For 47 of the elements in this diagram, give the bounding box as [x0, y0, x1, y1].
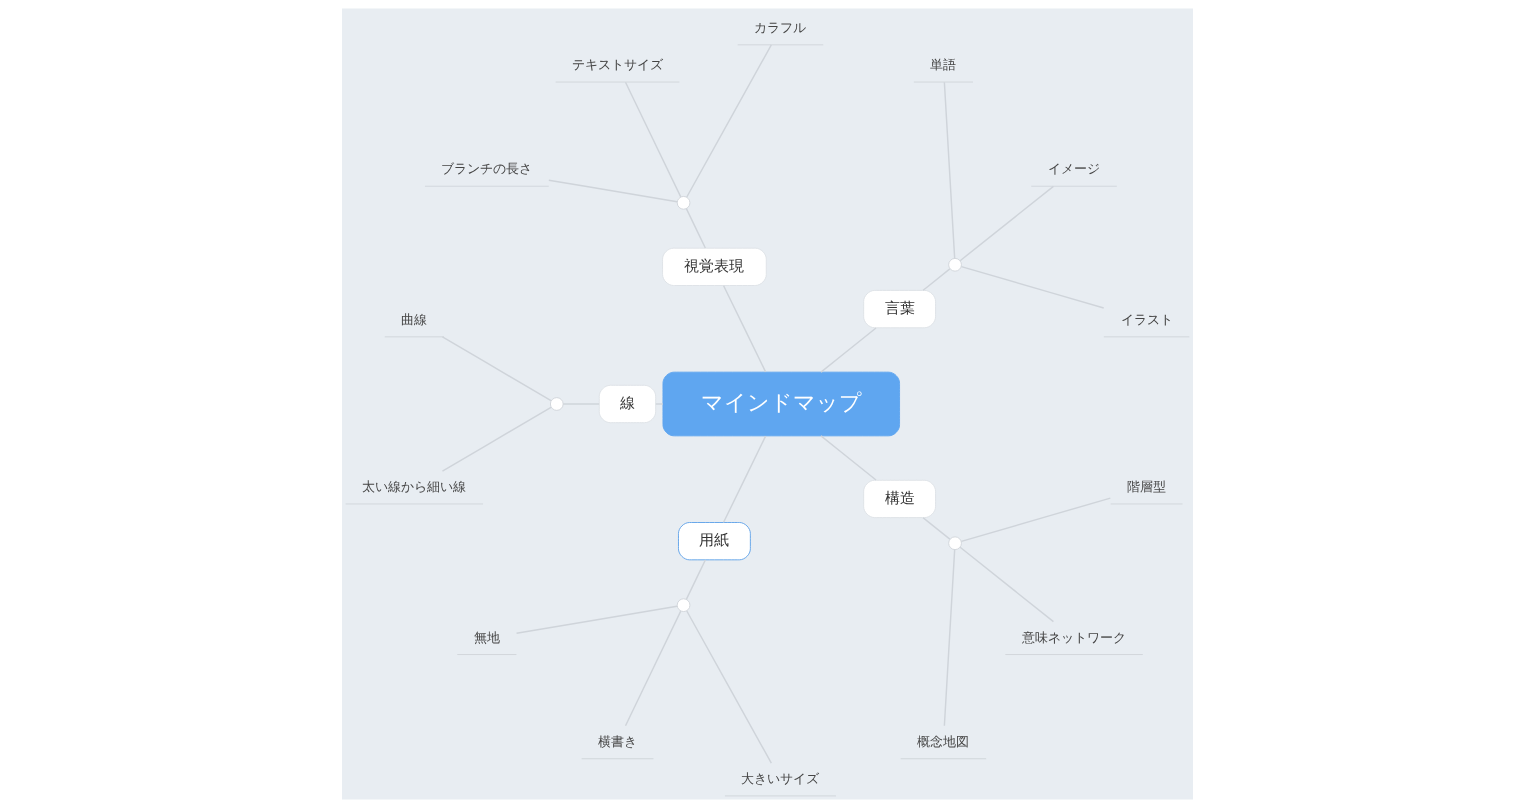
connector	[515, 605, 678, 634]
node-circle	[676, 598, 690, 612]
node-text: イメージ	[1047, 161, 1100, 177]
node-box: 線	[598, 384, 656, 424]
node-text: 太い線から細い線	[361, 478, 466, 494]
node-text: 無地	[473, 629, 500, 645]
node-text: カラフル	[753, 19, 806, 35]
connector	[685, 610, 772, 764]
connector	[960, 265, 1104, 309]
node-circle	[947, 257, 962, 272]
node-text: イラスト	[1120, 311, 1173, 327]
node-text: 意味ネットワーク	[1021, 629, 1126, 645]
connector	[441, 406, 552, 472]
node-text: 階層型	[1126, 478, 1166, 494]
connector	[943, 549, 955, 727]
connector	[685, 44, 772, 198]
node-box: 視覚表現	[661, 247, 767, 286]
connector	[685, 559, 706, 601]
connector	[958, 546, 1054, 623]
connector	[819, 327, 877, 373]
connector	[921, 268, 951, 292]
connector	[722, 284, 766, 373]
connector	[441, 336, 552, 402]
node-text: テキストサイズ	[571, 57, 663, 73]
node-circle	[676, 196, 690, 210]
node-text: 横書き	[597, 733, 637, 749]
connector	[960, 497, 1111, 543]
node-text: ブランチの長さ	[440, 161, 532, 177]
connector	[722, 435, 766, 524]
node-circle	[549, 397, 564, 411]
connector	[624, 81, 681, 198]
connector	[624, 610, 681, 727]
node-text: 単語	[929, 57, 956, 73]
node-text: 曲線	[400, 311, 427, 327]
node-box: 構造	[862, 479, 936, 519]
node-box: 用紙	[677, 522, 751, 561]
connector	[547, 179, 678, 203]
node-text: 大きいサイズ	[740, 770, 819, 786]
node-text: 概念地図	[916, 733, 969, 749]
node-circle	[947, 536, 962, 551]
node-box: マインドマップ	[662, 371, 900, 437]
connector	[958, 185, 1054, 262]
connector	[943, 81, 955, 259]
connector	[819, 435, 877, 481]
connector	[921, 517, 951, 540]
connector	[685, 207, 706, 249]
node-box: 言葉	[862, 289, 936, 329]
